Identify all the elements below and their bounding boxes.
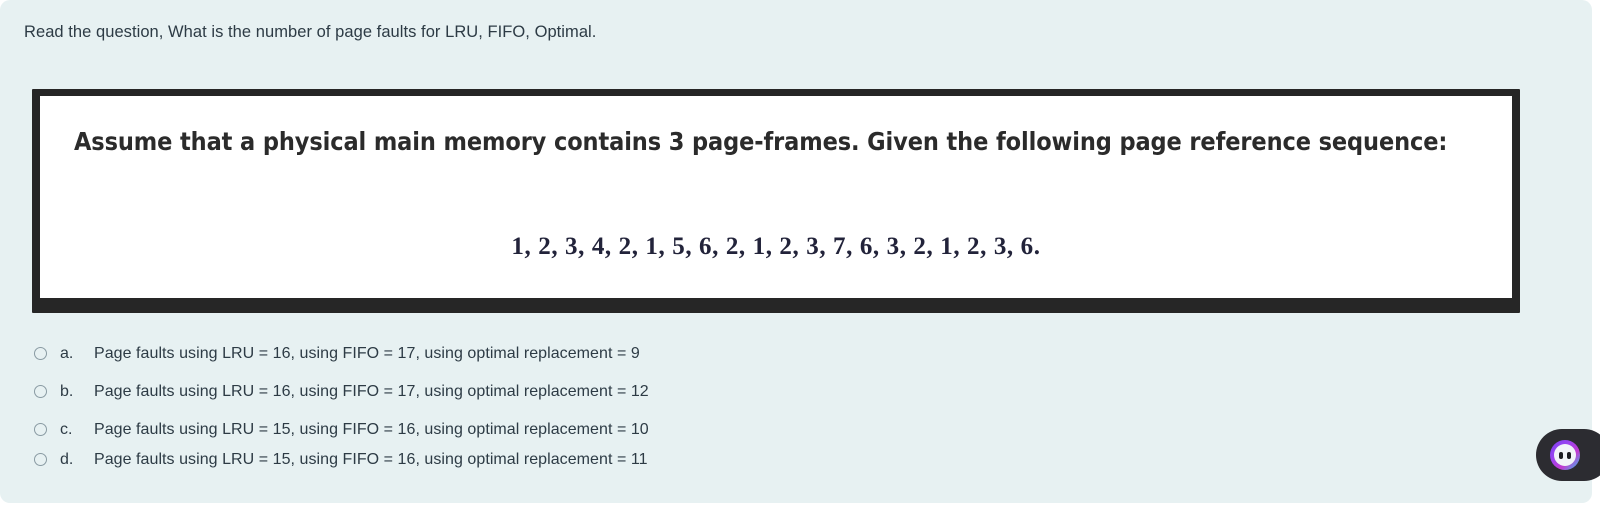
radio-button-a[interactable]	[34, 347, 47, 360]
page-reference-sequence: 1, 2, 3, 4, 2, 1, 5, 6, 2, 1, 2, 3, 7, 6…	[511, 233, 1041, 260]
assistant-eye-left	[1559, 451, 1564, 459]
quiz-content-panel: Read the question, What is the number of…	[0, 0, 1600, 503]
prompt-text: Read the question, What is the number of…	[24, 23, 597, 41]
option-row-b[interactable]: b. Page faults using LRU = 16, using FIF…	[34, 382, 1034, 420]
option-row-c[interactable]: c. Page faults using LRU = 15, using FIF…	[34, 420, 1034, 450]
question-body-text: Assume that a physical main memory conta…	[74, 127, 1448, 156]
option-letter-a: a.	[60, 345, 74, 362]
question-image-sheet: Assume that a physical main memory conta…	[40, 96, 1512, 298]
option-text-d: Page faults using LRU = 15, using FIFO =…	[94, 451, 648, 468]
option-letter-d: d.	[60, 451, 74, 468]
radio-button-c[interactable]	[34, 423, 47, 436]
radio-button-b[interactable]	[34, 385, 47, 398]
option-row-d[interactable]: d. Page faults using LRU = 15, using FIF…	[34, 450, 1034, 480]
option-letter-c: c.	[60, 421, 73, 438]
question-image-frame: Assume that a physical main memory conta…	[32, 89, 1520, 313]
option-text-a: Page faults using LRU = 16, using FIFO =…	[94, 345, 640, 362]
option-text-b: Page faults using LRU = 16, using FIFO =…	[94, 383, 649, 400]
radio-button-d[interactable]	[34, 453, 47, 466]
assistant-eye-right	[1566, 451, 1571, 459]
option-text-c: Page faults using LRU = 15, using FIFO =…	[94, 421, 649, 438]
assistant-face-icon	[1550, 440, 1580, 470]
assistant-widget-button[interactable]	[1536, 429, 1600, 481]
option-row-a[interactable]: a. Page faults using LRU = 16, using FIF…	[34, 344, 1034, 382]
option-letter-b: b.	[60, 383, 74, 400]
answer-options-list: a. Page faults using LRU = 16, using FIF…	[34, 344, 1034, 480]
